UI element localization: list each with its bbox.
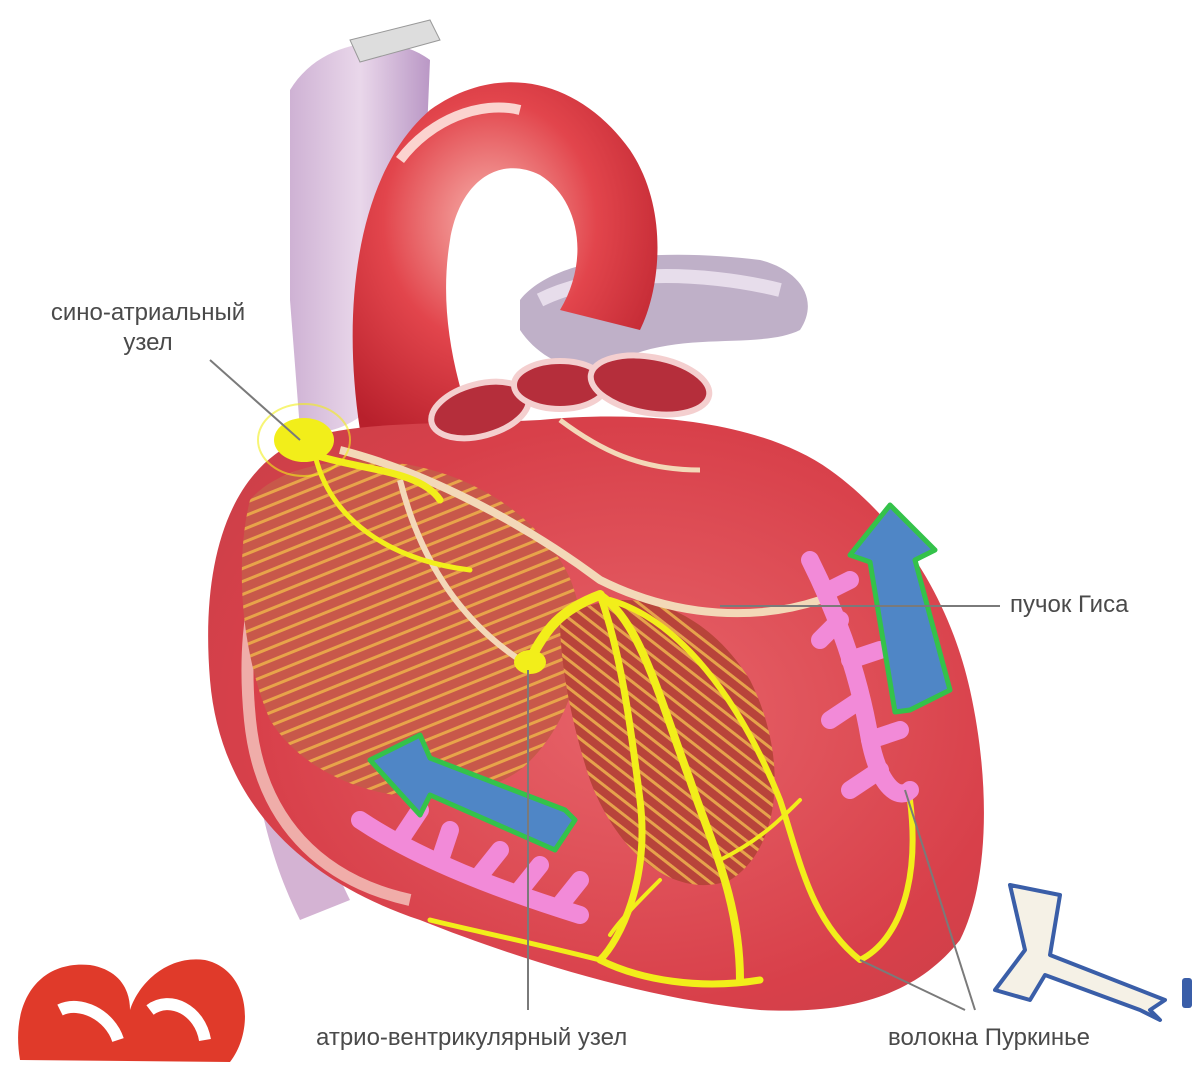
sinoatrial-label-line1: сино-атриальный [14,298,282,328]
pulmonary-artery [520,255,808,368]
heart-logo-icon [18,959,245,1062]
sinoatrial-node-label: сино-атриальный узел [14,298,282,358]
av-node-label: атрио-вентрикулярный узел [316,1023,627,1053]
t-shape-icon [995,885,1192,1020]
sinoatrial-label-line2: узел [14,328,282,358]
purkinje-fibers-label: волокна Пуркинье [888,1023,1090,1053]
bundle-of-his-label: пучок Гиса [1010,590,1128,620]
av-node [514,650,546,674]
